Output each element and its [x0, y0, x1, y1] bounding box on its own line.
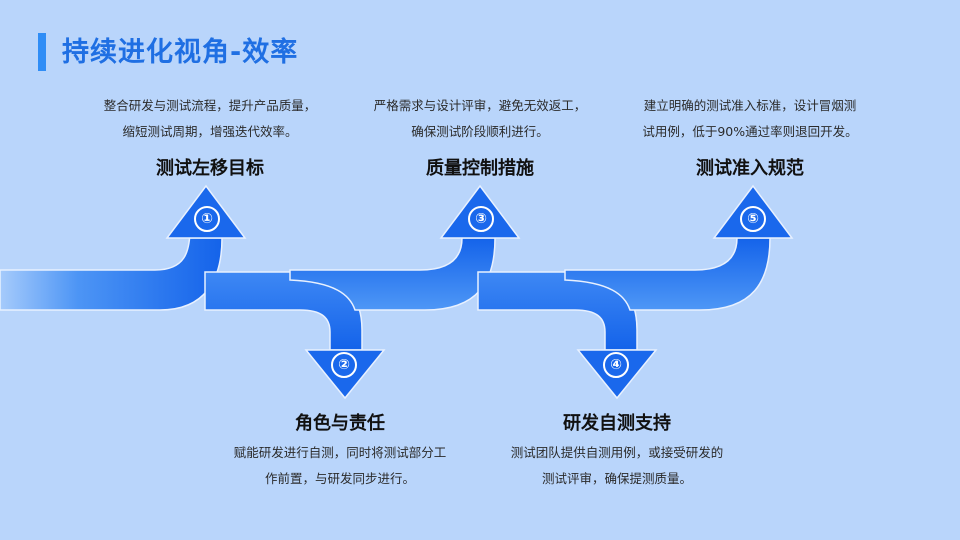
step-4-heading: 研发自测支持 [563, 413, 671, 434]
step-1-description: 整合研发与测试流程，提升产品质量， 缩短测试周期，增强迭代效率。 [70, 93, 350, 145]
flow-band-5 [564, 237, 771, 311]
step-3-description: 严格需求与设计评审，避免无效返工， 确保测试阶段顺利进行。 [340, 93, 620, 145]
step-number-3: ③ [468, 206, 494, 232]
step-1-desc-line1: 整合研发与测试流程，提升产品质量， [103, 98, 317, 113]
step-3-desc-line1: 严格需求与设计评审，避免无效返工， [373, 98, 587, 113]
title-accent-bar [38, 33, 46, 71]
step-3-heading: 质量控制措施 [426, 158, 534, 179]
flow-band-1 [0, 227, 223, 311]
step-number-2: ② [331, 352, 357, 378]
step-5-description: 建立明确的测试准入标准，设计冒烟测 试用例，低于90%通过率则退回开发。 [610, 93, 890, 145]
step-3-desc-line2: 确保测试阶段顺利进行。 [411, 124, 549, 139]
step-5-desc-line1: 建立明确的测试准入标准，设计冒烟测 [643, 98, 857, 113]
step-number-5: ⑤ [740, 206, 766, 232]
step-4-description: 测试团队提供自测用例，或接受研发的 测试评审，确保提测质量。 [477, 440, 757, 492]
step-5-desc-line2: 试用例，低于90%通过率则退回开发。 [642, 124, 858, 139]
step-2-desc-line2: 作前置，与研发同步进行。 [264, 471, 415, 486]
step-4-desc-line2: 测试评审，确保提测质量。 [541, 471, 692, 486]
page-title: 持续进化视角-效率 [62, 37, 299, 68]
step-2-desc-line1: 赋能研发进行自测，同时将测试部分工 [233, 445, 447, 460]
step-1-desc-line2: 缩短测试周期，增强迭代效率。 [122, 124, 298, 139]
step-2-heading: 角色与责任 [295, 413, 385, 434]
step-1-heading: 测试左移目标 [156, 158, 264, 179]
step-2-description: 赋能研发进行自测，同时将测试部分工 作前置，与研发同步进行。 [200, 440, 480, 492]
step-number-1: ① [194, 206, 220, 232]
step-4-desc-line1: 测试团队提供自测用例，或接受研发的 [510, 445, 724, 460]
step-5-heading: 测试准入规范 [696, 158, 804, 179]
step-number-4: ④ [603, 352, 629, 378]
